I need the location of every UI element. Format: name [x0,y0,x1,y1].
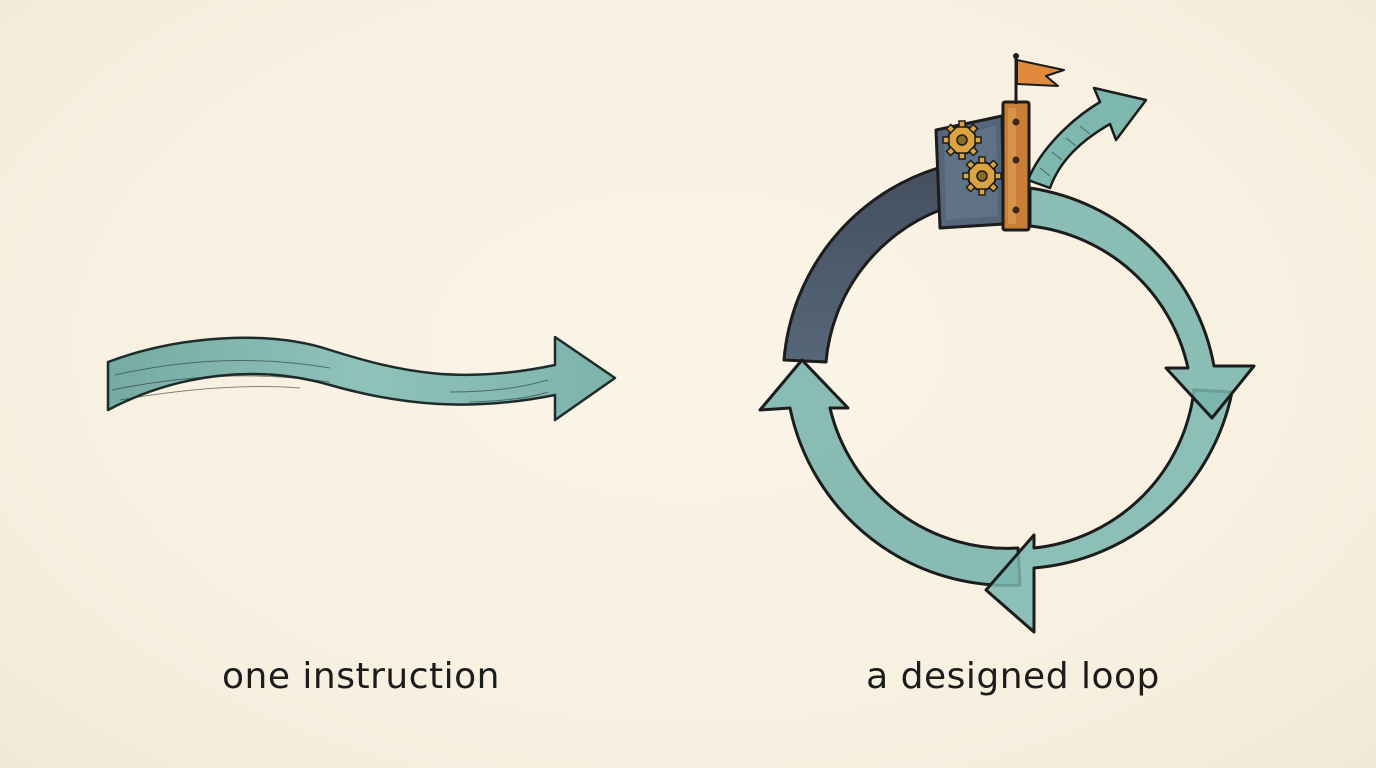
circular-cycle-arrows-icon [758,166,1256,634]
flag-icon [1013,53,1065,104]
wavy-right-arrow-icon [106,335,617,422]
gear-icon [962,156,1002,196]
caption-one-instruction: one instruction [222,656,500,697]
wavy-arrow-body [106,335,617,422]
loop-segment-left [758,358,1022,587]
loop-segment-right [1028,186,1256,420]
exit-arrow-icon [1026,86,1148,190]
gear-icon [942,120,982,160]
wavy-arrow-streaks [111,359,549,403]
caption-designed-loop: a designed loop [866,656,1160,697]
loop-segment-bottom [984,388,1234,634]
loop-segment-navy [782,166,942,364]
gear-gate-icon [934,100,1031,232]
